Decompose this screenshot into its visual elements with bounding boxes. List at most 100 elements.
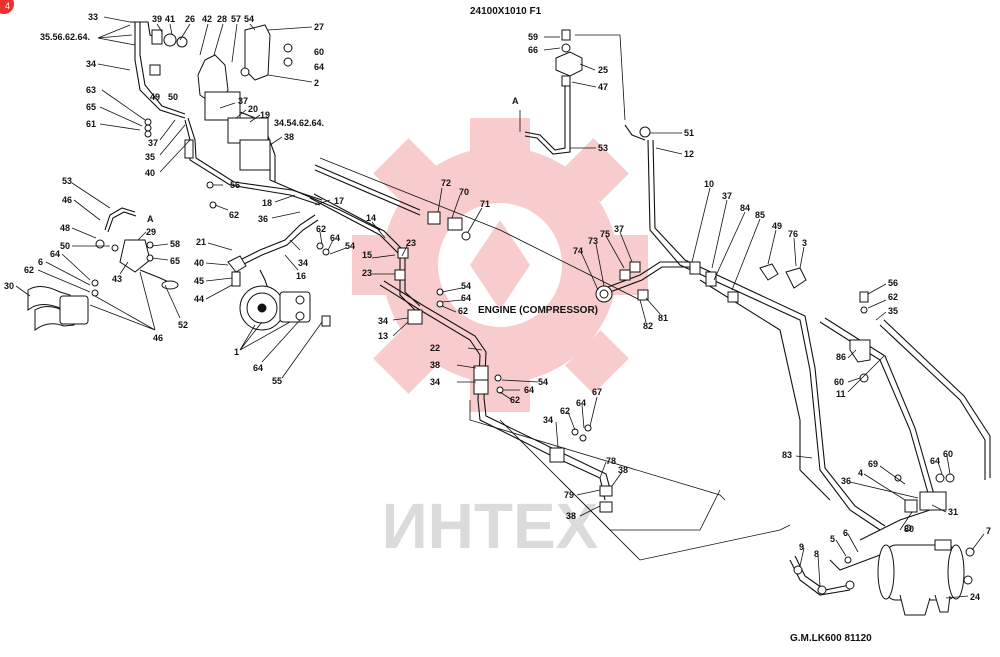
callout-label: 6	[38, 257, 43, 267]
callout-label: 51	[684, 128, 694, 138]
callout-label: 62	[560, 406, 570, 416]
callout-label: 54	[461, 281, 471, 291]
callout-label: 64	[576, 398, 586, 408]
callout-label: 17	[334, 196, 344, 206]
callout-label: 22	[430, 343, 440, 353]
callout-label: 16	[296, 271, 306, 281]
callout-label: 74	[573, 246, 583, 256]
callout-label: 33	[88, 12, 98, 22]
callout-label: 71	[480, 199, 490, 209]
callout-label: 41	[165, 14, 175, 24]
callout-label: 38	[284, 132, 294, 142]
callout-label: 28	[217, 14, 227, 24]
callout-label: 7	[986, 526, 991, 536]
callout-label: 29	[146, 227, 156, 237]
callout-label: 54	[244, 14, 254, 24]
callout-label: 56	[230, 180, 240, 190]
callout-label: 1	[234, 347, 239, 357]
callout-label: 14	[366, 213, 376, 223]
watermark-gear-icon	[352, 118, 648, 412]
callouts-left: 53 46 48 50 29 58 65 6 64 43 62 30 52 46…	[4, 176, 416, 386]
callout-label: 75	[600, 229, 610, 239]
callout-label: 25	[598, 65, 608, 75]
callout-label: 72	[441, 178, 451, 188]
callout-label: 62	[316, 224, 326, 234]
callout-label: 53	[598, 143, 608, 153]
callout-label: 81	[658, 313, 668, 323]
callout-label: 30	[4, 281, 14, 291]
pipe-network	[130, 21, 991, 596]
callout-label: 11	[836, 389, 846, 399]
callouts-center: 72 70 71 54 64 62 34 13 22 38 34 54 64 6…	[378, 178, 628, 521]
callout-label: 59	[528, 32, 538, 42]
callouts-right-bottom: 83 4 69 64 60 36 31 80 5 6 9 8 7 24	[782, 449, 991, 602]
callout-label: 50	[168, 92, 178, 102]
callout-label: 49	[150, 92, 160, 102]
callout-label: 64	[50, 249, 60, 259]
callout-label: 86	[836, 352, 846, 362]
callout-label: 67	[592, 387, 602, 397]
callout-label: 45	[194, 276, 204, 286]
callout-label: 62	[229, 210, 239, 220]
callout-label: 37	[238, 96, 248, 106]
callout-label: 40	[145, 168, 155, 178]
callout-label: 85	[755, 210, 765, 220]
air-reservoir	[793, 473, 975, 616]
callout-label: 60	[314, 47, 324, 57]
callout-label: 24	[970, 592, 980, 602]
callout-label: 65	[86, 102, 96, 112]
callout-label: 79	[564, 490, 574, 500]
callout-label: 2	[314, 78, 319, 88]
callout-label: 64	[253, 363, 263, 373]
engine-compressor-label: ENGINE (COMPRESSOR)	[478, 305, 598, 316]
callout-label: 8	[814, 549, 819, 559]
callout-label: 19	[260, 110, 270, 120]
callout-label: 50	[60, 241, 70, 251]
callout-label: 64	[930, 456, 940, 466]
callout-label: 42	[202, 14, 212, 24]
callout-label: 5	[830, 534, 835, 544]
callout-label: 57	[231, 14, 241, 24]
callout-label: 62	[888, 292, 898, 302]
callout-label: 73	[588, 236, 598, 246]
callout-label: 34	[543, 415, 553, 425]
callout-label: 64	[314, 62, 324, 72]
callout-label: 54	[538, 377, 548, 387]
callout-label: 40	[194, 258, 204, 268]
callout-label: 35.56.62.64.	[40, 32, 90, 42]
callout-label: 10	[704, 179, 714, 189]
leader-lines	[15, 16, 985, 599]
callout-label: 34.54.62.64.	[274, 118, 324, 128]
callouts-right-top: 59 66 25 47 53 51 12 10 37 84 85 49 76 3…	[528, 32, 898, 399]
callout-label: 62	[24, 265, 34, 275]
header-code: 24100X1010 F1	[470, 6, 542, 17]
callout-label: 18	[262, 198, 272, 208]
callout-label: 47	[598, 82, 608, 92]
callout-label: 70	[459, 187, 469, 197]
callout-label: 37	[614, 224, 624, 234]
callout-label: 23	[362, 268, 372, 278]
callout-label: 43	[112, 274, 122, 284]
callout-label: 48	[60, 223, 70, 233]
callout-label: 44	[194, 294, 204, 304]
callout-label: 37	[722, 191, 732, 201]
callout-label: 64	[330, 233, 340, 243]
callout-label: 56	[888, 278, 898, 288]
callout-label: 12	[684, 149, 694, 159]
footer-code: G.M.LK600 81120	[790, 633, 872, 644]
callout-label: 34	[86, 59, 96, 69]
callout-label: 80	[904, 524, 914, 534]
callout-label: 78	[606, 456, 616, 466]
callout-label: 60	[943, 449, 953, 459]
callout-label: 37	[148, 138, 158, 148]
callout-label: 76	[788, 229, 798, 239]
callout-label: 3	[802, 238, 807, 248]
watermark-text: ИНТЕХ	[382, 490, 599, 562]
callout-label: 46	[62, 195, 72, 205]
callout-label: 34	[378, 316, 388, 326]
callout-label: 61	[86, 119, 96, 129]
callout-label: 13	[378, 331, 388, 341]
brake-chamber	[227, 255, 331, 331]
callout-label: 62	[510, 395, 520, 405]
